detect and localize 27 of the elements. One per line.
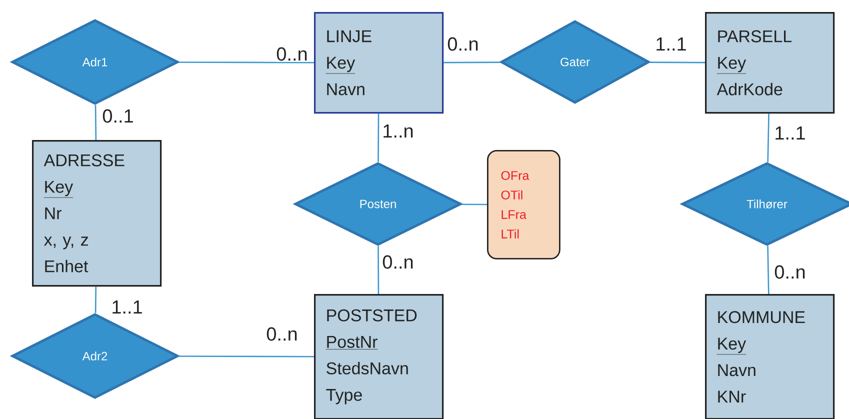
entity-box: PARSELL Key AdrKode (705, 12, 835, 114)
connector-line (444, 62, 500, 64)
connector-line (767, 246, 770, 294)
connector-line (178, 62, 314, 64)
connector-line (94, 104, 97, 140)
cardinality-label: 1..1 (110, 299, 144, 315)
entity-box: KOMMUNE Key Navn KNr (705, 294, 835, 419)
cardinality-label: 0..1 (101, 108, 135, 124)
cardinality-label: 0..n (773, 264, 807, 280)
entity-box: POSTSTED PostNr StedsNavn Type (314, 294, 444, 419)
cardinality-label: 0..n (381, 254, 415, 270)
cardinality-label: 0..n (275, 46, 309, 62)
cardinality-label: 0..n (446, 36, 480, 52)
cardinality-label: 1..1 (773, 125, 807, 141)
connector-line (767, 114, 770, 162)
attribute-box: OFra OTil LFra LTil (487, 150, 560, 260)
entity-box: LINJE Key Navn (314, 12, 444, 114)
connector-line (94, 286, 97, 314)
cardinality-label: 1..1 (654, 36, 688, 52)
entity-box: ADRESSE Key Nr x, y, z Enhet (32, 140, 162, 287)
cardinality-label: 1..n (381, 123, 415, 139)
connector-line (378, 246, 380, 294)
connector-line (378, 114, 380, 162)
connector-line (178, 356, 314, 358)
connector-line (650, 62, 705, 64)
cardinality-label: 0..n (265, 326, 299, 342)
connector-line (461, 204, 487, 206)
